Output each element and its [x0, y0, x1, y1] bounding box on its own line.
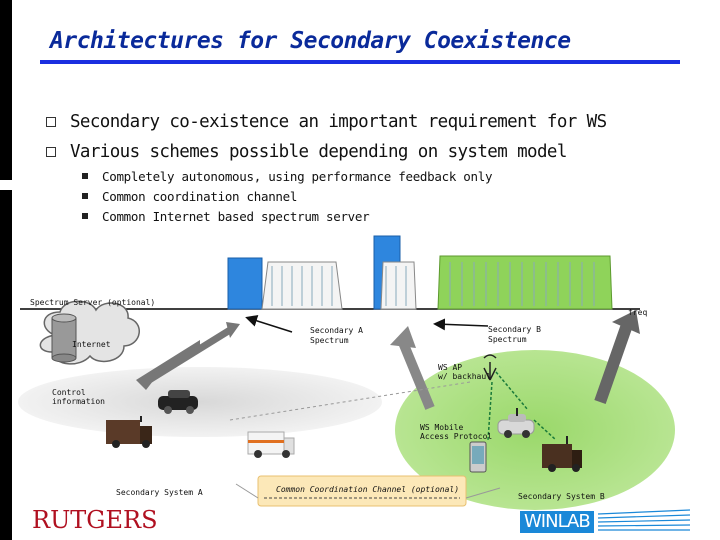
ws-ap-label-2: w/ backhaul — [438, 372, 491, 381]
gray-arrow-right-head — [612, 310, 640, 334]
gray-arrow-middle-head — [390, 326, 416, 348]
system-a-area — [18, 367, 382, 437]
left-accent-bar — [0, 0, 12, 540]
control-information-label-1: Control — [52, 388, 86, 397]
control-link — [229, 381, 471, 421]
sub-bullet-2-text: Common coordination channel — [102, 189, 298, 204]
secondary-b-arrow — [433, 318, 489, 331]
sub-bullet-square-icon — [82, 193, 88, 199]
gray-arrow-middle-shaft — [397, 338, 435, 410]
channel-link-b — [465, 487, 501, 499]
secondary-a-arrow — [245, 315, 293, 333]
freq-label: freq — [628, 308, 648, 317]
gray-arrow-left-shaft — [144, 327, 232, 385]
secondary-a-spectrum-label-2: Spectrum — [310, 336, 349, 345]
winlab-logo: WINLAB — [520, 511, 594, 533]
gray-arrow-right-shaft — [594, 320, 634, 404]
wireless-links — [487, 371, 557, 441]
server-cylinder-icon — [51, 313, 77, 363]
brown-van-left-icon — [106, 420, 152, 448]
internet-label: Internet — [72, 340, 111, 349]
sub-bullet-square-icon — [82, 173, 88, 179]
green-band — [437, 255, 613, 310]
black-car-icon — [158, 390, 198, 414]
sub-bullet-1-text: Completely autonomous, using performance… — [102, 169, 493, 184]
mobile-device-icon — [469, 441, 487, 473]
rutgers-logo: RUTGERS — [32, 506, 158, 534]
title-underline — [40, 60, 680, 64]
secondary-b-spectrum-label-1: Secondary B — [488, 325, 541, 334]
white-band-2 — [380, 261, 417, 310]
slide-title: Architectures for Secondary Coexistence — [50, 28, 571, 54]
gray-arrow-left-head — [226, 322, 240, 338]
ws-mobile-label-2: Access Protocol — [420, 432, 493, 441]
ws-ap-tower-icon — [483, 354, 497, 381]
bullet-square-icon — [46, 147, 56, 157]
secondary-a-spectrum-label-1: Secondary A — [310, 326, 363, 335]
ws-ap-label-1: WS AP — [438, 363, 463, 372]
channel-link-a — [235, 483, 259, 499]
brown-van-right-icon — [542, 444, 582, 472]
silver-car-icon — [497, 414, 535, 438]
sub-bullet-square-icon — [82, 213, 88, 219]
arrow-ticks — [271, 262, 595, 306]
secondary-b-spectrum-label-2: Spectrum — [488, 335, 527, 344]
sub-bullet-3-text: Common Internet based spectrum server — [102, 209, 370, 224]
secondary-system-a-label: Secondary System A — [116, 488, 203, 497]
bullet-square-icon — [46, 117, 56, 127]
ws-mobile-label-1: WS Mobile — [420, 423, 464, 432]
bullet-2-text: Various schemes possible depending on sy… — [70, 142, 567, 162]
bullet-1-text: Secondary co-existence an important requ… — [70, 112, 607, 132]
antenna-icons — [140, 408, 568, 444]
common-channel-label: Common Coordination Channel (optional) — [276, 485, 460, 494]
control-information-label-2: information — [52, 397, 105, 406]
blue-band-1 — [227, 257, 263, 310]
winlab-stripes — [597, 509, 691, 531]
ambulance-icon — [247, 431, 295, 458]
spectrum-server-label: Spectrum Server (optional) — [30, 298, 156, 307]
secondary-system-b-label: Secondary System B — [518, 492, 605, 501]
left-accent-gap — [0, 180, 12, 190]
